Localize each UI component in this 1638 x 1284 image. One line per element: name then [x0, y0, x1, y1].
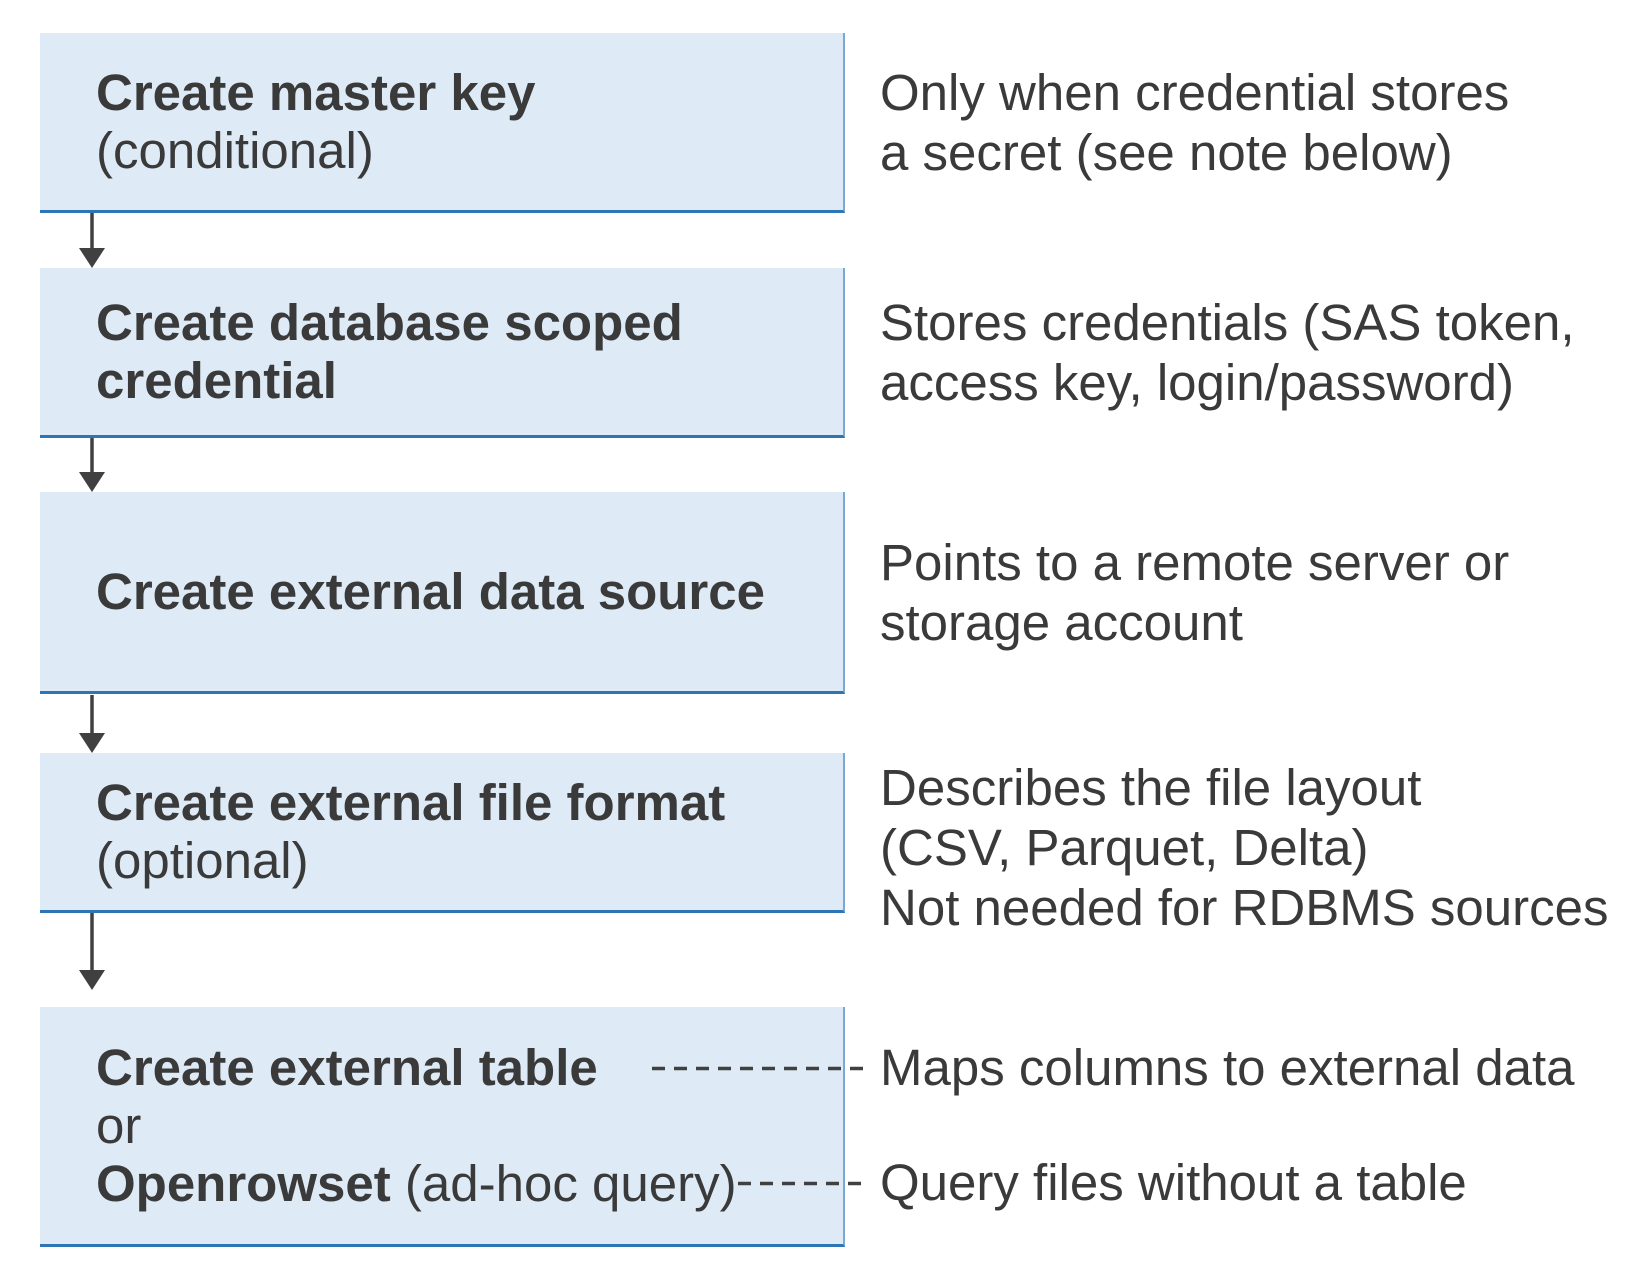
note-external-file-format: Describes the file layout (CSV, Parquet,…	[880, 759, 1609, 936]
step-box-external-table: Create external table or Openrowset (ad-…	[40, 1007, 845, 1247]
openrowset-label: Openrowset	[96, 1154, 391, 1212]
step-subtitle: (conditional)	[96, 121, 374, 179]
step-title: Create external table	[96, 1038, 598, 1096]
down-arrow-icon	[79, 695, 105, 753]
step-box-scoped-credential: Create database scoped credential	[40, 268, 845, 438]
down-arrow-icon	[79, 913, 105, 990]
note-master-key: Only when credential stores a secret (se…	[880, 64, 1510, 181]
dashed-connector-table	[652, 1066, 868, 1071]
step-box-external-file-format: Create external file format (optional)	[40, 753, 845, 913]
note-openrowset: Query files without a table	[880, 1154, 1467, 1211]
note-scoped-credential: Stores credentials (SAS token, access ke…	[880, 294, 1575, 411]
step-box-external-data-source: Create external data source	[40, 492, 845, 694]
step-title: Create external data source	[96, 562, 765, 620]
step-title: Create master key	[96, 63, 536, 121]
note-external-table: Maps columns to external data	[880, 1039, 1575, 1096]
down-arrow-icon	[79, 213, 105, 268]
or-label: or	[96, 1096, 142, 1154]
step-subtitle: (optional)	[96, 831, 309, 889]
down-arrow-icon	[79, 438, 105, 492]
step-title: Create external file format	[96, 773, 726, 831]
step-title: Create database scoped credential	[96, 293, 683, 409]
dashed-connector-openrowset	[738, 1181, 868, 1186]
note-external-data-source: Points to a remote server or storage acc…	[880, 534, 1510, 651]
openrowset-suffix: (ad-hoc query)	[390, 1154, 737, 1212]
step-box-master-key: Create master key (conditional)	[40, 33, 845, 213]
